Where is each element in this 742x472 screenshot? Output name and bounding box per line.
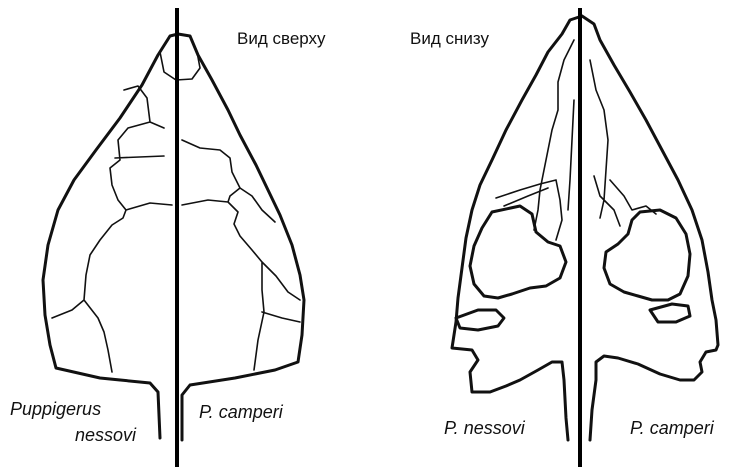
ventral-skull-outline [452, 16, 718, 440]
ventral-left-lower-opening [456, 310, 504, 330]
ventral-right-species: P. camperi [630, 418, 714, 439]
dorsal-right-species: P. camperi [199, 402, 283, 423]
dorsal-skull-drawing [43, 34, 304, 440]
dorsal-skull-outline [43, 34, 304, 440]
ventral-left-fenestra [470, 206, 566, 298]
ventral-right-fenestra [604, 210, 690, 300]
view-bottom-label: Вид снизу [410, 29, 489, 49]
dorsal-right-sutures [182, 140, 300, 370]
ventral-skull-drawing [452, 16, 718, 440]
dorsal-left-species-line2: nessovi [75, 425, 136, 446]
dorsal-left-species-line1: Puppigerus [10, 399, 101, 420]
view-top-label: Вид сверху [237, 29, 326, 49]
ventral-right-lower-opening [650, 304, 690, 322]
ventral-left-species: P. nessovi [444, 418, 525, 439]
ventral-palate-sutures [496, 40, 656, 240]
